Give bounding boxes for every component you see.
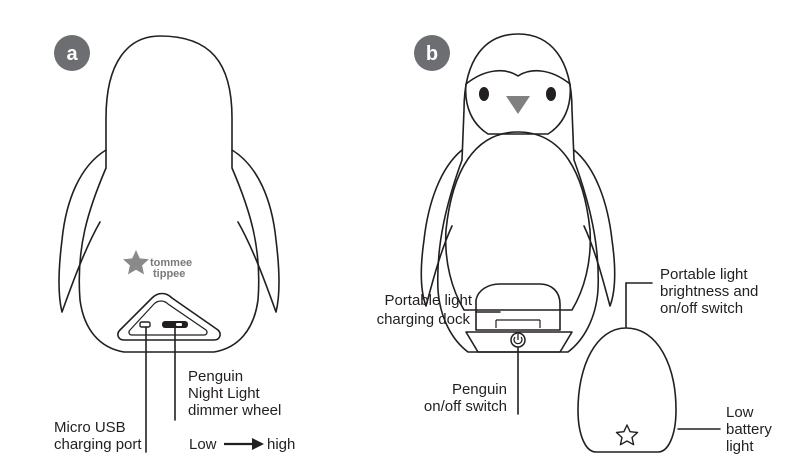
portable-light-label-3: on/off switch [660, 300, 743, 317]
star-logo-icon [123, 250, 149, 275]
penguin-left-wing [58, 149, 107, 313]
penguin-belly [444, 131, 592, 311]
power-button-icon [510, 332, 526, 348]
penguin-face-mask [464, 69, 572, 135]
svg-text:b: b [426, 43, 438, 65]
control-panel [117, 292, 221, 341]
arrow-right-icon [224, 438, 264, 450]
charging-port-label: charging port [54, 436, 142, 453]
panel-a: a tommee tippee Micro USB charging port … [54, 35, 295, 453]
battery-label-3: light [726, 438, 754, 455]
left-eye [479, 87, 489, 101]
badge-a: a [54, 35, 90, 71]
penguin-right-wing [231, 149, 280, 313]
penguin-front-right-wing [573, 149, 616, 307]
penguin-front-left-wing [420, 149, 463, 307]
svg-text:tippee: tippee [153, 268, 185, 280]
right-eye [546, 87, 556, 101]
tommee-tippee-logo: tommee tippee [123, 250, 192, 280]
micro-usb-label: Micro USB [54, 419, 126, 436]
night-light-label: Night Light [188, 385, 261, 402]
dimmer-wheel-label: dimmer wheel [188, 402, 281, 419]
penguin-label: Penguin [188, 368, 243, 385]
low-label: Low [189, 436, 217, 453]
portable-light-label-1: Portable light [660, 266, 748, 283]
dock-label-1: Portable light [384, 292, 472, 309]
panel-b: b Portable light charging [377, 33, 772, 455]
switch-label-2: on/off switch [424, 398, 507, 415]
battery-label-1: Low [726, 404, 754, 421]
svg-text:tommee: tommee [150, 257, 192, 269]
switch-label-1: Penguin [452, 381, 507, 398]
star-light-icon [615, 424, 639, 446]
micro-usb-port [139, 321, 151, 328]
badge-b: b [414, 35, 450, 71]
battery-label-2: battery [726, 421, 772, 438]
dimmer-wheel [162, 321, 188, 328]
portable-light [577, 327, 677, 453]
control-panel-inner [128, 300, 208, 336]
charging-dock [465, 283, 573, 353]
svg-text:a: a [66, 43, 78, 65]
dock-label-2: charging dock [377, 311, 471, 328]
portable-light-label-2: brightness and [660, 283, 758, 300]
beak [506, 96, 530, 114]
high-label: high [267, 436, 295, 453]
penguin-back-body [78, 35, 260, 353]
